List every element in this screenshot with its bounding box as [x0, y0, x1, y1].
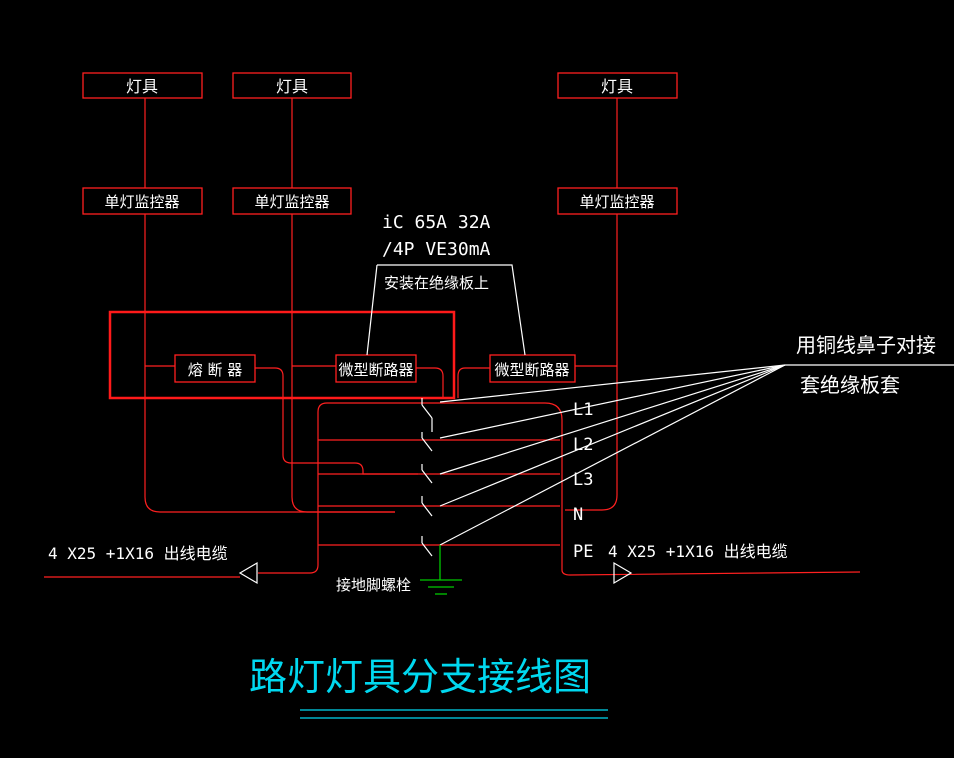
breaker-spec-line1: iC 65A 32A [382, 212, 491, 233]
fuse-label: 熔 断 器 [188, 361, 243, 379]
switch-contacts [421, 398, 433, 557]
cable-left [44, 561, 258, 585]
breaker-label-1: 微型断路器 [338, 361, 413, 379]
lamp-box-1: 灯具 [82, 72, 203, 99]
lamp-box-3: 灯具 [557, 72, 678, 99]
phase-label-l3: L3 [573, 470, 593, 490]
highlight-frame [108, 310, 456, 400]
cable-left-arrow-icon [238, 561, 258, 585]
internal-wiring [255, 367, 861, 576]
fuse-box: 熔 断 器 [174, 354, 256, 383]
leader-lines [366, 264, 954, 546]
diagram-title: 路灯灯具分支接线图 [249, 655, 591, 699]
monitor-label-1: 单灯监控器 [104, 193, 179, 211]
cable-right-arrow-icon [613, 561, 633, 585]
lamp-label-3: 灯具 [601, 77, 633, 96]
monitor-label-2: 单灯监控器 [254, 193, 329, 211]
copper-note-line1: 用铜线鼻子对接 [796, 333, 936, 357]
monitor-box-2: 单灯监控器 [232, 187, 352, 215]
phase-label-n: N [573, 505, 583, 525]
cable-right [613, 561, 633, 585]
feeder-wires [144, 98, 618, 513]
ground-symbol-icon [420, 545, 462, 595]
monitor-box-1: 单灯监控器 [82, 187, 203, 215]
breaker-box-2: 微型断路器 [489, 354, 576, 383]
lamp-label-2: 灯具 [276, 77, 308, 96]
cable-label-right: 4 X25 +1X16 出线电缆 [608, 542, 788, 561]
monitor-label-3: 单灯监控器 [579, 193, 654, 211]
monitor-box-3: 单灯监控器 [557, 187, 678, 215]
lamp-box-2: 灯具 [232, 72, 352, 99]
lamp-label-1: 灯具 [126, 77, 158, 96]
breaker-spec-line2: /4P VE30mA [382, 239, 491, 260]
ground-label: 接地脚螺栓 [336, 576, 411, 594]
breaker-box-1: 微型断路器 [335, 354, 417, 383]
cable-label-left: 4 X25 +1X16 出线电缆 [48, 544, 228, 563]
phase-label-l2: L2 [573, 435, 593, 455]
breaker-label-2: 微型断路器 [494, 361, 569, 379]
phase-label-pe: PE [573, 542, 593, 562]
phase-label-l1: L1 [573, 400, 593, 420]
mount-note: 安装在绝缘板上 [384, 274, 489, 292]
copper-note-line2: 套绝缘板套 [800, 373, 900, 397]
